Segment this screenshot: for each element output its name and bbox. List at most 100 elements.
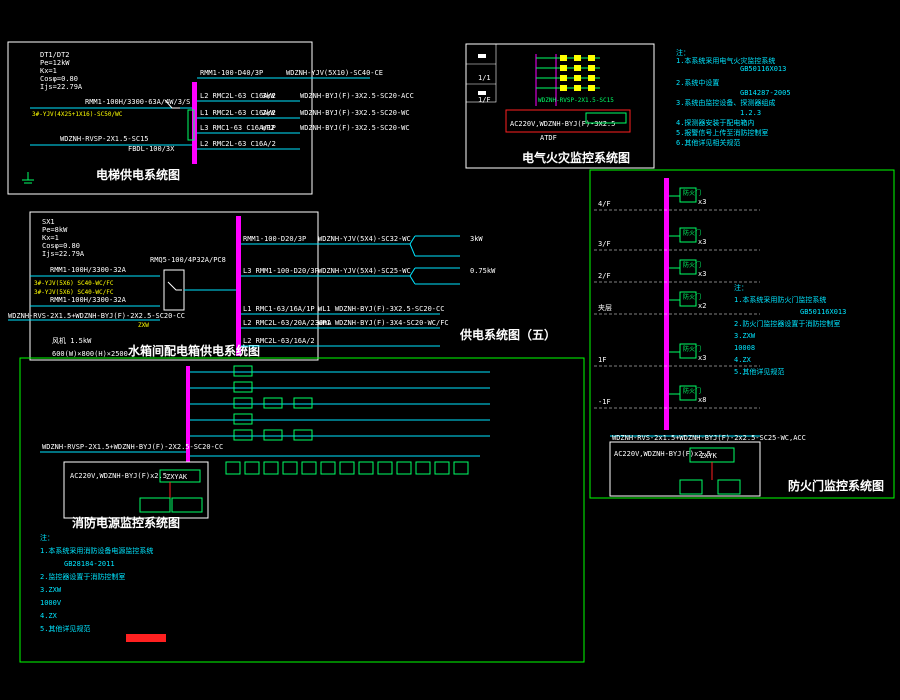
legend-marker — [478, 91, 486, 95]
fire-door-notes: 注：1.本系统采用防火门监控系统GB50116X0132.防火门监控器设置于消防… — [734, 283, 846, 376]
fire-door-panel: ZXYK — [700, 452, 718, 460]
pump-circuit-breaker: L2 RMC2L-63/20A/230mA — [243, 319, 332, 327]
fire-door-device-label: 防火门 — [683, 229, 701, 237]
fire-alarm-legend-row-1: 1/1 — [478, 74, 491, 82]
detector-icon — [574, 65, 581, 71]
pump-circuit-cable: WP1 WDZNH-BYJ(F)-3X4-SC20-WC/FC — [318, 319, 449, 327]
elevator-power-diagram: DT1/DT2 Pe=12kW Kx=1 Cosφ=0.80 Ijs=22.79… — [7, 41, 414, 195]
elevator-circuit-breaker: RMM1-100-D40/3P — [200, 69, 263, 77]
pump-size: 600(W)×800(H)×2500 — [52, 350, 128, 358]
elevator-box-marker — [187, 109, 195, 141]
fire-door-floors: 4/F防火门x33/F防火门x32/F防火门x3夹层防火门x21F防火门x3-1… — [594, 187, 760, 409]
pump-param-3: Cosφ=0.80 — [42, 242, 80, 250]
fire-door-note: GB50116X013 — [800, 308, 846, 316]
pump-incoming-1: 3#-YJV(5X6) SC40-WC/FC — [34, 280, 114, 287]
pump-circuit-breaker: L3 RMM1-100-D20/3P — [243, 267, 319, 275]
fire-power-frame — [19, 357, 585, 663]
pump-circuit-load: 0.75kW — [470, 267, 496, 275]
elevator-title: 电梯供电系统图 — [96, 167, 180, 182]
fire-power-rows — [190, 365, 490, 475]
fire-power-note: 3.ZXW — [40, 586, 62, 594]
monitor-module-icon — [434, 461, 450, 475]
elevator-circuit-cable: WDZNH-BYJ(F)-3X2.5-SC20-WC — [300, 109, 410, 117]
fire-alarm-controller-box — [505, 109, 631, 133]
fire-door-note: 注： — [734, 283, 748, 292]
pump-param-1: Pe=8kW — [42, 226, 68, 234]
fire-door-device-icon — [679, 259, 697, 275]
pump-branch-line — [409, 275, 416, 285]
fire-power-controller-frame — [63, 461, 209, 519]
fire-power-notes: 注：1.本系统采用消防设备电源监控系统GB28184-20112.监控器设置于消… — [40, 533, 166, 642]
elevator-circuit-breaker: L3 RMC1-63 C16A/1P — [200, 124, 276, 132]
fire-door-device-label: 防火门 — [683, 345, 701, 353]
fire-alarm-frame — [465, 43, 655, 169]
pump-circuit-cable: WDZNH-YJV(5X4)-SC32-WC — [318, 235, 411, 243]
pump-box-label: ZXW — [138, 322, 149, 329]
elevator-circuit-breaker: L2 RMC2L-63 C16A/2 — [200, 140, 276, 148]
monitor-module-icon — [293, 397, 313, 409]
pump-param-0: SX1 — [42, 218, 55, 226]
fire-door-count: x3 — [698, 270, 706, 278]
monitor-module-icon — [415, 461, 431, 475]
detector-icon — [588, 55, 595, 61]
pump-bus-bar — [236, 216, 241, 356]
elevator-circuit-breaker: L1 RMC2L-63 C16A/2 — [200, 109, 276, 117]
note-line: 注： — [676, 48, 690, 57]
monitor-module-icon — [244, 461, 260, 475]
note-line: 3.系统由监控设备、探测器组成 — [676, 98, 775, 107]
pump-branch-line — [409, 267, 416, 277]
pump-main-breaker: RMM1-100H/3300-32A — [50, 266, 127, 274]
fire-door-controller: AC220V,WDZNH-BYJ(F)x2.5 — [614, 450, 711, 458]
detector-icon — [588, 85, 595, 91]
note-line: 4.探测器安装于配电箱内 — [676, 118, 754, 127]
pump-feeder: WDZNH-RVS-2X1.5+WDZNH-BYJ(F)-2X2.5-SC20-… — [8, 312, 185, 320]
pump-branch-line — [409, 235, 416, 245]
fire-door-controller-frame — [609, 441, 761, 497]
monitor-module-icon — [320, 461, 336, 475]
detector-icon — [560, 75, 567, 81]
elevator-bus-label: FBDL-100/3X — [128, 145, 175, 153]
fire-door-count: x2 — [698, 302, 706, 310]
fire-door-count: x3 — [698, 354, 706, 362]
fire-power-diagram: WDZNH-RVSP-2X1.5+WDZNH-BYJ(F)-2X2.5-SC20… — [19, 357, 585, 663]
elevator-circuit-note: 2kW — [262, 109, 275, 117]
monitor-module-icon — [233, 429, 253, 441]
fire-power-feeder: WDZNH-RVSP-2X1.5+WDZNH-BYJ(F)-2X2.5-SC20… — [42, 443, 223, 451]
elevator-circuit-cable: WDZNH-BYJ(F)-3X2.5-SC20-WC — [300, 124, 410, 132]
fire-door-device-icon — [679, 343, 697, 359]
fire-power-panel: ZXYAK — [166, 473, 188, 481]
elevator-circuits: RMM1-100-D40/3P WDZNH-YJV(5X10)-SC40-CE L2… — [197, 69, 414, 150]
fire-door-diagram: 4/F防火门x33/F防火门x32/F防火门x3夹层防火门x21F防火门x3-1… — [589, 169, 895, 499]
floor-label: 1F — [598, 356, 606, 364]
fire-door-title: 防火门监控系统图 — [788, 478, 884, 493]
note-line: 1.2.3 — [740, 109, 761, 117]
fire-door-count: x3 — [698, 238, 706, 246]
fire-power-title: 消防电源监控系统图 — [72, 515, 180, 530]
pump-fan: 风机 1.5kW — [52, 336, 92, 345]
detector-icon — [574, 55, 581, 61]
detector-icon — [560, 85, 567, 91]
elevator-switch-symbol — [164, 99, 180, 109]
fire-alarm-monitor — [585, 112, 627, 124]
pump-sub-breaker: RMM1-100H/3300-32A — [50, 296, 127, 304]
general-notes: 注：1.本系统采用电气火灾监控系统GB50116X0132.系统中设置GB142… — [676, 48, 791, 147]
monitor-module-icon — [233, 381, 253, 393]
fire-alarm-controller: AC220V,WDZNH-BYJ(F)-3X2.5 — [510, 120, 615, 128]
elevator-circuit-cable: WDZNH-YJV(5X10)-SC40-CE — [286, 69, 383, 77]
fire-door-note: 2.防火门监控器设置于消防控制室 — [734, 319, 840, 328]
monitor-module-icon — [358, 461, 374, 475]
fire-power-module — [139, 497, 171, 513]
fire-power-note: 5.其他详见规范 — [40, 624, 90, 633]
fire-alarm-legend-row-3: 1/F — [478, 96, 491, 104]
note-line: 6.其他详见相关规范 — [676, 138, 740, 147]
fire-door-device-icon — [679, 385, 697, 401]
elevator-feeder: WDZNH-RVSP-2X1.5-SC15 — [60, 135, 149, 143]
floor-label: 2/F — [598, 272, 611, 280]
fire-power-module — [171, 497, 203, 513]
elevator-param-3: Cosφ=0.80 — [40, 75, 78, 83]
fire-alarm-panel: ATDF — [540, 134, 557, 142]
monitor-module-icon — [225, 461, 241, 475]
elevator-frame — [7, 41, 313, 195]
fire-alarm-title: 电气火灾监控系统图 — [522, 150, 630, 165]
fire-power-note: 注： — [40, 533, 54, 542]
